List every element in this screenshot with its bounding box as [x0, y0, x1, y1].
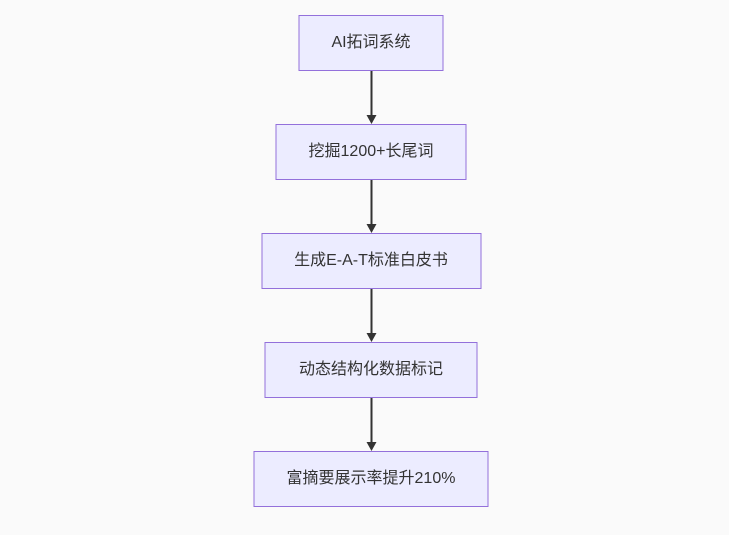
flow-node-4: 富摘要展示率提升210%: [253, 451, 489, 507]
flow-arrow-0: [366, 71, 376, 124]
flow-arrow-2: [366, 289, 376, 342]
flow-node-1: 挖掘1200+长尾词: [275, 124, 467, 180]
arrow-line: [370, 71, 372, 115]
flow-arrow-3: [366, 398, 376, 451]
flow-node-3: 动态结构化数据标记: [264, 342, 478, 398]
flow-arrow-1: [366, 180, 376, 233]
flow-node-label: AI拓词系统: [331, 34, 411, 51]
flow-node-0: AI拓词系统: [298, 15, 444, 71]
arrow-down-icon: [366, 224, 376, 233]
flow-node-label: 挖掘1200+长尾词: [308, 143, 434, 160]
flow-node-label: 动态结构化数据标记: [298, 361, 443, 378]
flow-node-label: 生成E-A-T标准白皮书: [294, 252, 448, 269]
flow-node-2: 生成E-A-T标准白皮书: [261, 233, 481, 289]
arrow-down-icon: [366, 442, 376, 451]
arrow-down-icon: [366, 115, 376, 124]
arrow-line: [370, 398, 372, 442]
arrow-down-icon: [366, 333, 376, 342]
arrow-line: [370, 180, 372, 224]
flow-node-label: 富摘要展示率提升210%: [286, 470, 456, 487]
flowchart: AI拓词系统挖掘1200+长尾词生成E-A-T标准白皮书动态结构化数据标记富摘要…: [253, 15, 489, 507]
arrow-line: [370, 289, 372, 333]
